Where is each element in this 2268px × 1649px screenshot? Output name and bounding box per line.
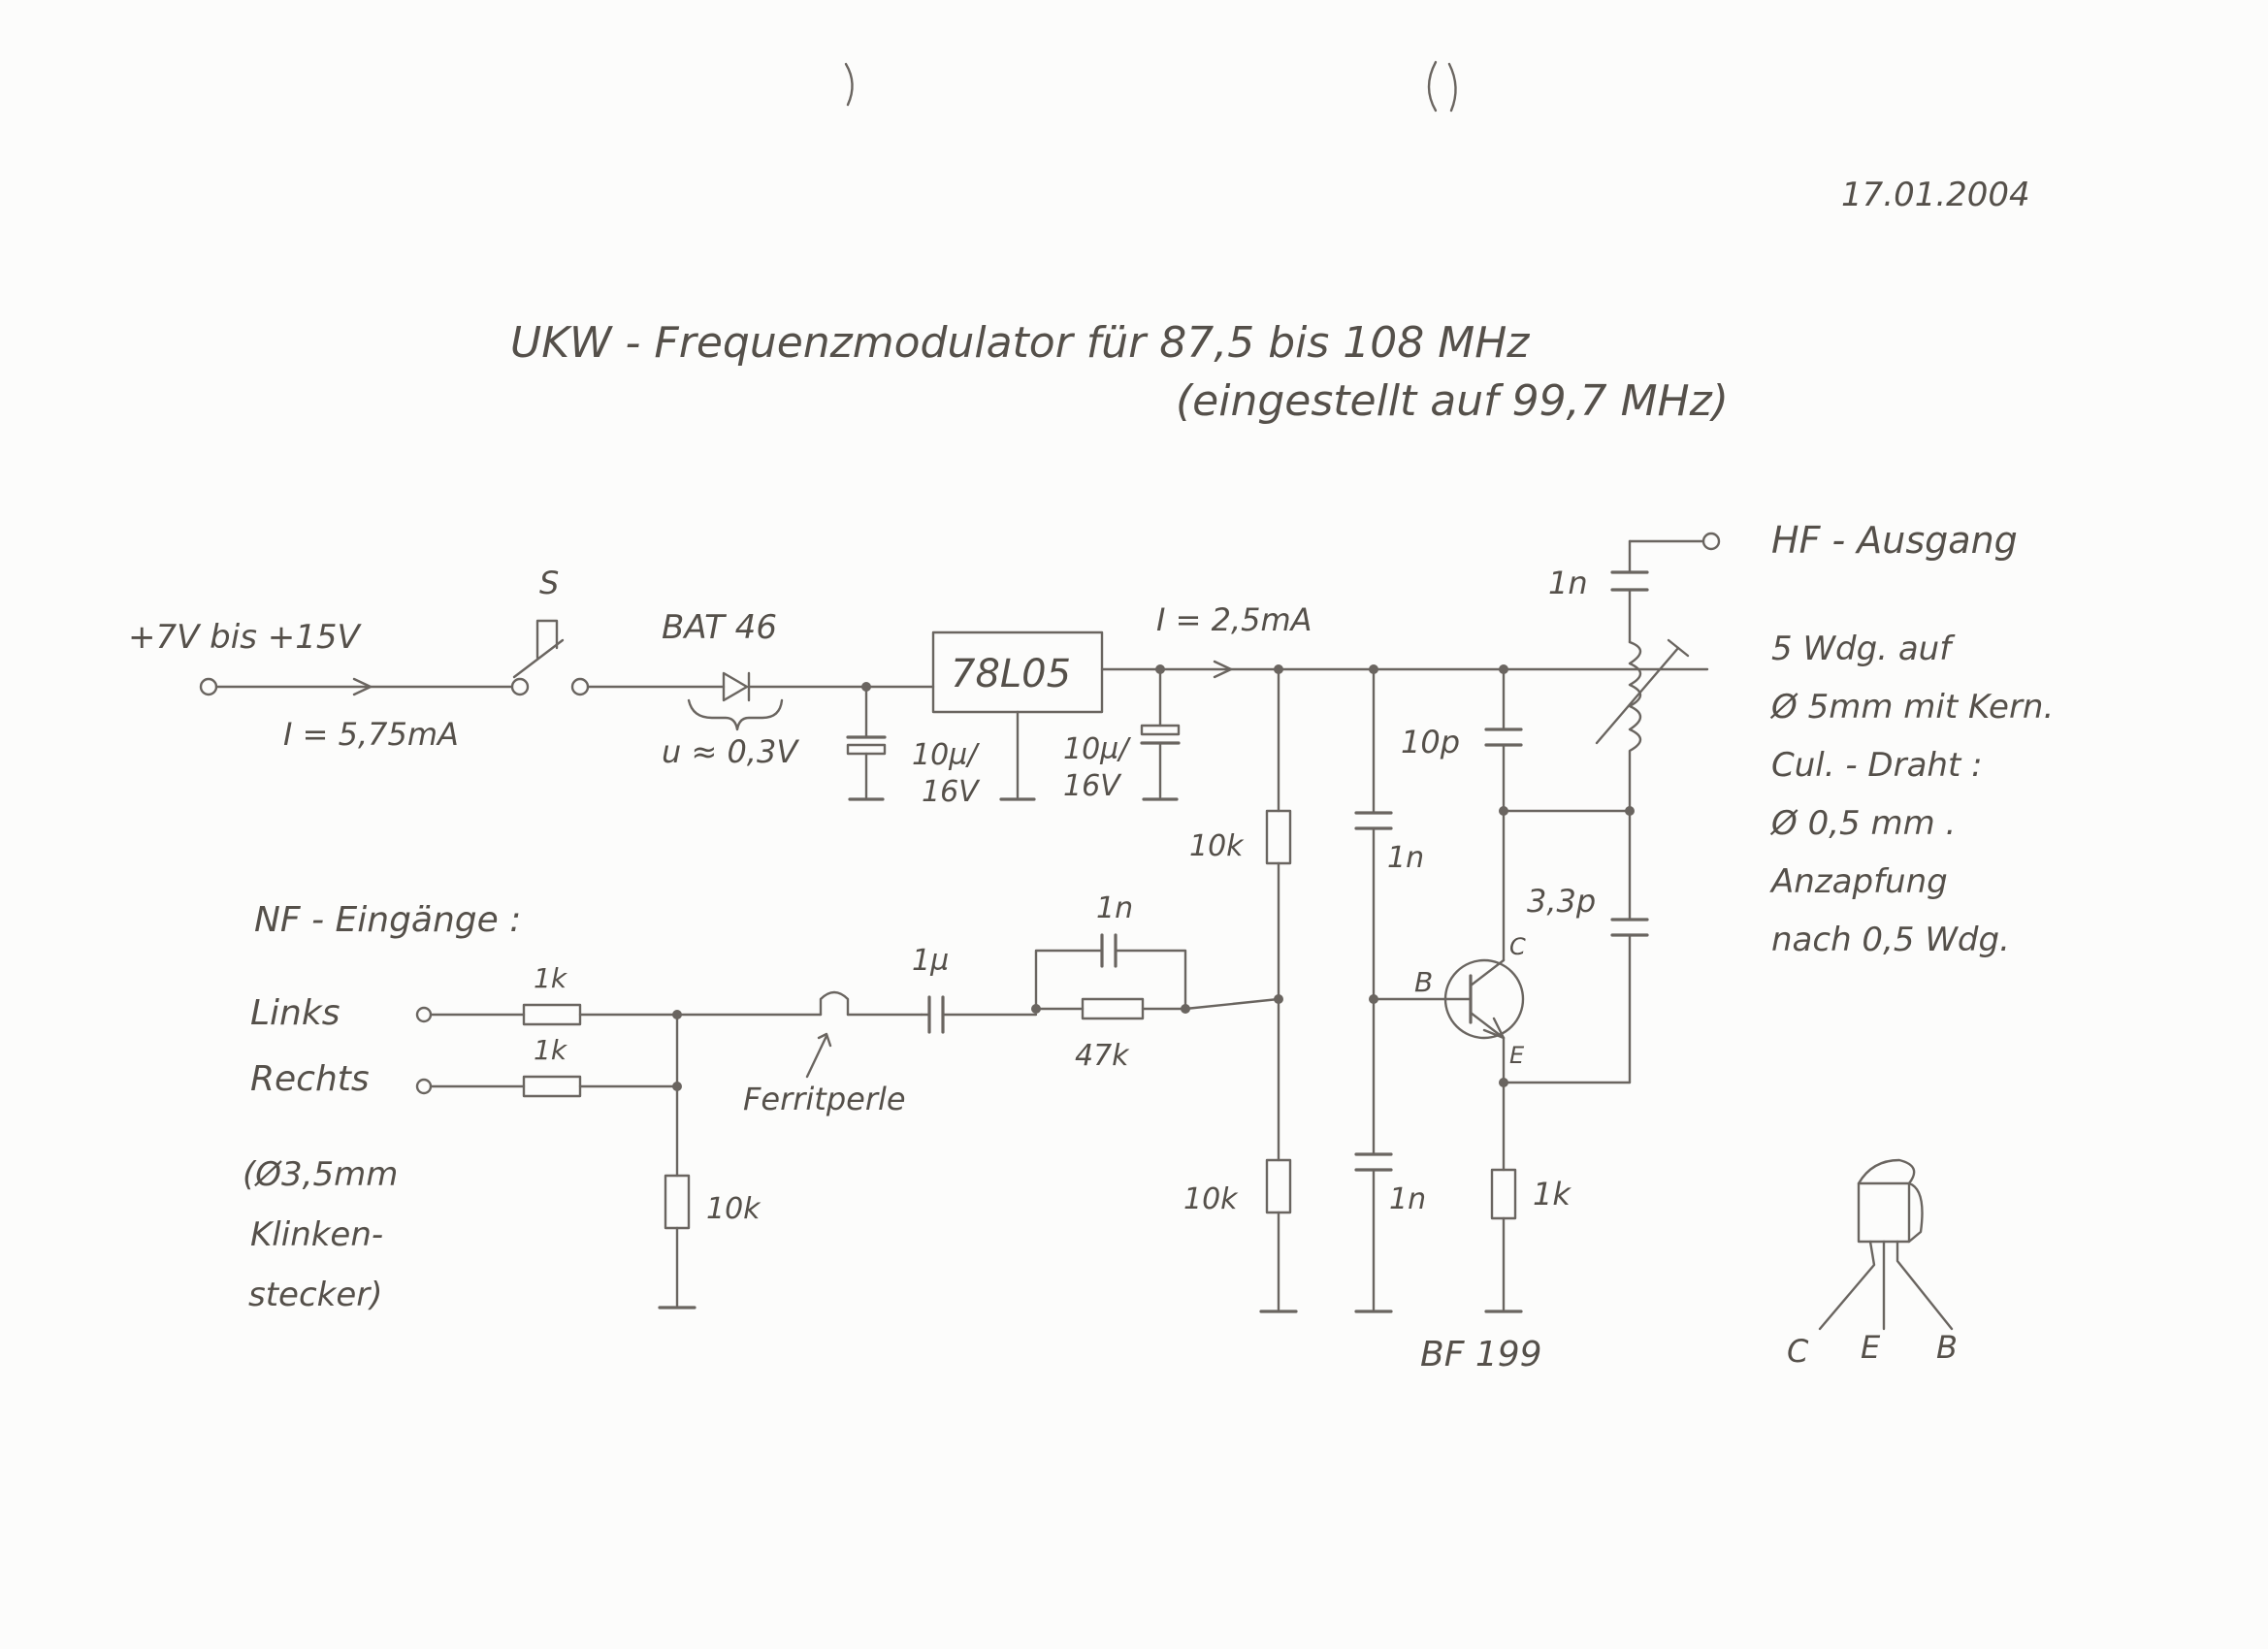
ferrite-bead bbox=[819, 990, 850, 1017]
ferrite-label: Ferritperle bbox=[743, 1081, 906, 1117]
coupling-cap-label: 1µ bbox=[912, 944, 949, 978]
series-r-label: 47k bbox=[1075, 1039, 1130, 1073]
bias-cap-bottom-label: 1n bbox=[1389, 1182, 1426, 1216]
transistor-pinout bbox=[1818, 1158, 1954, 1331]
input-right-terminal bbox=[415, 1078, 433, 1095]
pin-b-label: B bbox=[1414, 966, 1433, 998]
subtitle: (eingestellt auf 99,7 MHz) bbox=[1176, 376, 1729, 426]
regulator-label: 78L05 bbox=[951, 652, 1071, 696]
switch-lever bbox=[512, 638, 565, 679]
hf-output-terminal bbox=[1701, 532, 1721, 551]
pinout-c-label: C bbox=[1787, 1333, 1809, 1370]
coil-note: Cul. - Draht : bbox=[1771, 746, 1983, 785]
transistor-label: BF 199 bbox=[1420, 1335, 1542, 1374]
connector-note: (Ø3,5mm bbox=[243, 1155, 398, 1194]
coil-note: Anzapfung bbox=[1769, 862, 1948, 901]
bias-resistor-top bbox=[1265, 809, 1292, 865]
regulator-current-label: I = 2,5mA bbox=[1156, 601, 1312, 638]
series-resistor bbox=[1081, 997, 1145, 1020]
input-shunt-resistor bbox=[664, 1174, 691, 1230]
switch-contact bbox=[570, 677, 590, 696]
cap-out-value: 10µ/ bbox=[1063, 732, 1131, 766]
pin-c-label: C bbox=[1509, 933, 1526, 960]
pin-e-label: E bbox=[1509, 1042, 1525, 1069]
diode-drop-label: u ≈ 0,3V bbox=[662, 733, 799, 770]
input-left-resistor bbox=[522, 1003, 582, 1026]
switch-label: S bbox=[539, 565, 559, 601]
tank-coil bbox=[1628, 640, 1642, 813]
punch-hole-mark bbox=[844, 62, 854, 107]
pinout-b-label: B bbox=[1936, 1329, 1958, 1366]
input-right-resistor bbox=[522, 1075, 582, 1098]
supply-voltage-label: +7V bis +15V bbox=[128, 618, 362, 657]
bias-resistor-bottom bbox=[1265, 1158, 1292, 1214]
title: UKW - Frequenzmodulator für 87,5 bis 108… bbox=[510, 318, 1530, 368]
input-right-r-label: 1k bbox=[534, 1034, 568, 1066]
input-left-terminal bbox=[415, 1006, 433, 1023]
date-label: 17.01.2004 bbox=[1841, 176, 2030, 214]
output-cap-label: 1n bbox=[1548, 565, 1588, 601]
input-left-label: Links bbox=[250, 993, 340, 1033]
cap-in-voltage: 16V bbox=[922, 775, 981, 809]
supply-current-label: I = 5,75mA bbox=[283, 716, 459, 753]
cap-in-value: 10µ/ bbox=[912, 738, 980, 772]
connector-note: stecker) bbox=[248, 1276, 383, 1314]
diode-symbol bbox=[722, 671, 751, 702]
connector-note: Klinken- bbox=[250, 1215, 383, 1254]
tank-cap-label: 10p bbox=[1401, 724, 1460, 760]
bias-r-top-label: 10k bbox=[1189, 829, 1245, 863]
current-arrow-icon bbox=[1213, 660, 1233, 679]
punch-hole-mark bbox=[1427, 60, 1457, 113]
ferrite-pointer bbox=[805, 1034, 828, 1079]
input-left-r-label: 1k bbox=[534, 962, 568, 994]
diode-brace bbox=[687, 698, 784, 731]
hf-output-label: HF - Ausgang bbox=[1771, 519, 2018, 562]
coil-core bbox=[1595, 646, 1680, 745]
diode-label: BAT 46 bbox=[662, 608, 777, 647]
cap-out-voltage: 16V bbox=[1063, 769, 1122, 803]
bias-cap-top-label: 1n bbox=[1387, 841, 1424, 875]
coil-note: 5 Wdg. auf bbox=[1771, 630, 1956, 668]
current-arrow-icon bbox=[352, 677, 373, 696]
input-shunt-label: 10k bbox=[706, 1192, 761, 1226]
coil-note: nach 0,5 Wdg. bbox=[1771, 921, 2010, 959]
input-right-label: Rechts bbox=[250, 1059, 370, 1099]
feedback-cap-label: 3,3p bbox=[1527, 883, 1596, 920]
bias-r-bottom-label: 10k bbox=[1183, 1182, 1239, 1216]
coil-note: Ø 5mm mit Kern. bbox=[1769, 688, 2054, 727]
emitter-resistor bbox=[1490, 1168, 1517, 1220]
bypass-cap-label: 1n bbox=[1096, 891, 1133, 925]
switch-contact bbox=[510, 677, 530, 696]
pinout-e-label: E bbox=[1861, 1329, 1881, 1366]
supply-terminal bbox=[199, 677, 218, 696]
coil-note: Ø 0,5 mm . bbox=[1769, 804, 1956, 843]
inputs-heading: NF - Eingänge : bbox=[254, 900, 521, 940]
emitter-resistor-label: 1k bbox=[1533, 1176, 1571, 1212]
